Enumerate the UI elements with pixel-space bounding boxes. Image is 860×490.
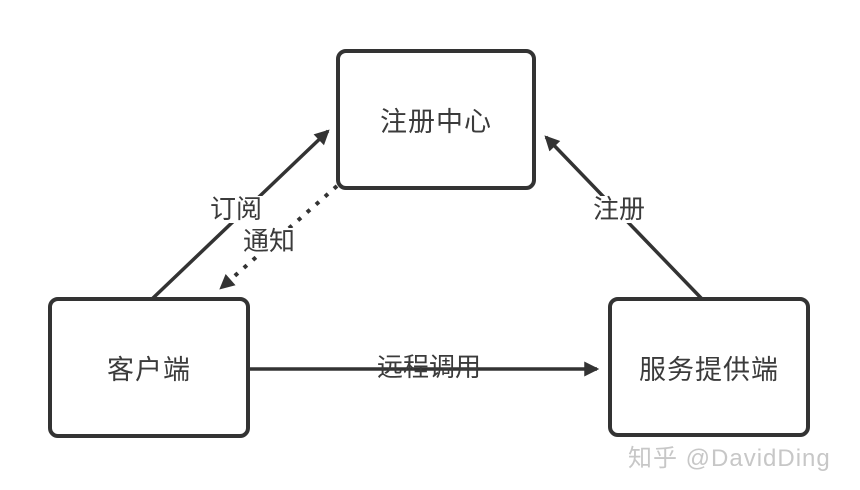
edge-label-subscribe: 订阅 (208, 194, 265, 224)
node-client: 客户端 (48, 297, 250, 438)
node-registry: 注册中心 (336, 49, 536, 190)
node-provider: 服务提供端 (608, 297, 810, 437)
edge-label-notify: 通知 (241, 226, 298, 256)
notify-arrow (219, 184, 339, 290)
edge-label-remote-call: 远程调用 (377, 352, 482, 382)
node-provider-label: 服务提供端 (639, 354, 779, 385)
edge-label-register: 注册 (591, 194, 648, 224)
node-client-label: 客户端 (107, 355, 191, 385)
node-registry-label: 注册中心 (380, 107, 492, 137)
watermark: 知乎 @DavidDing (628, 445, 831, 472)
